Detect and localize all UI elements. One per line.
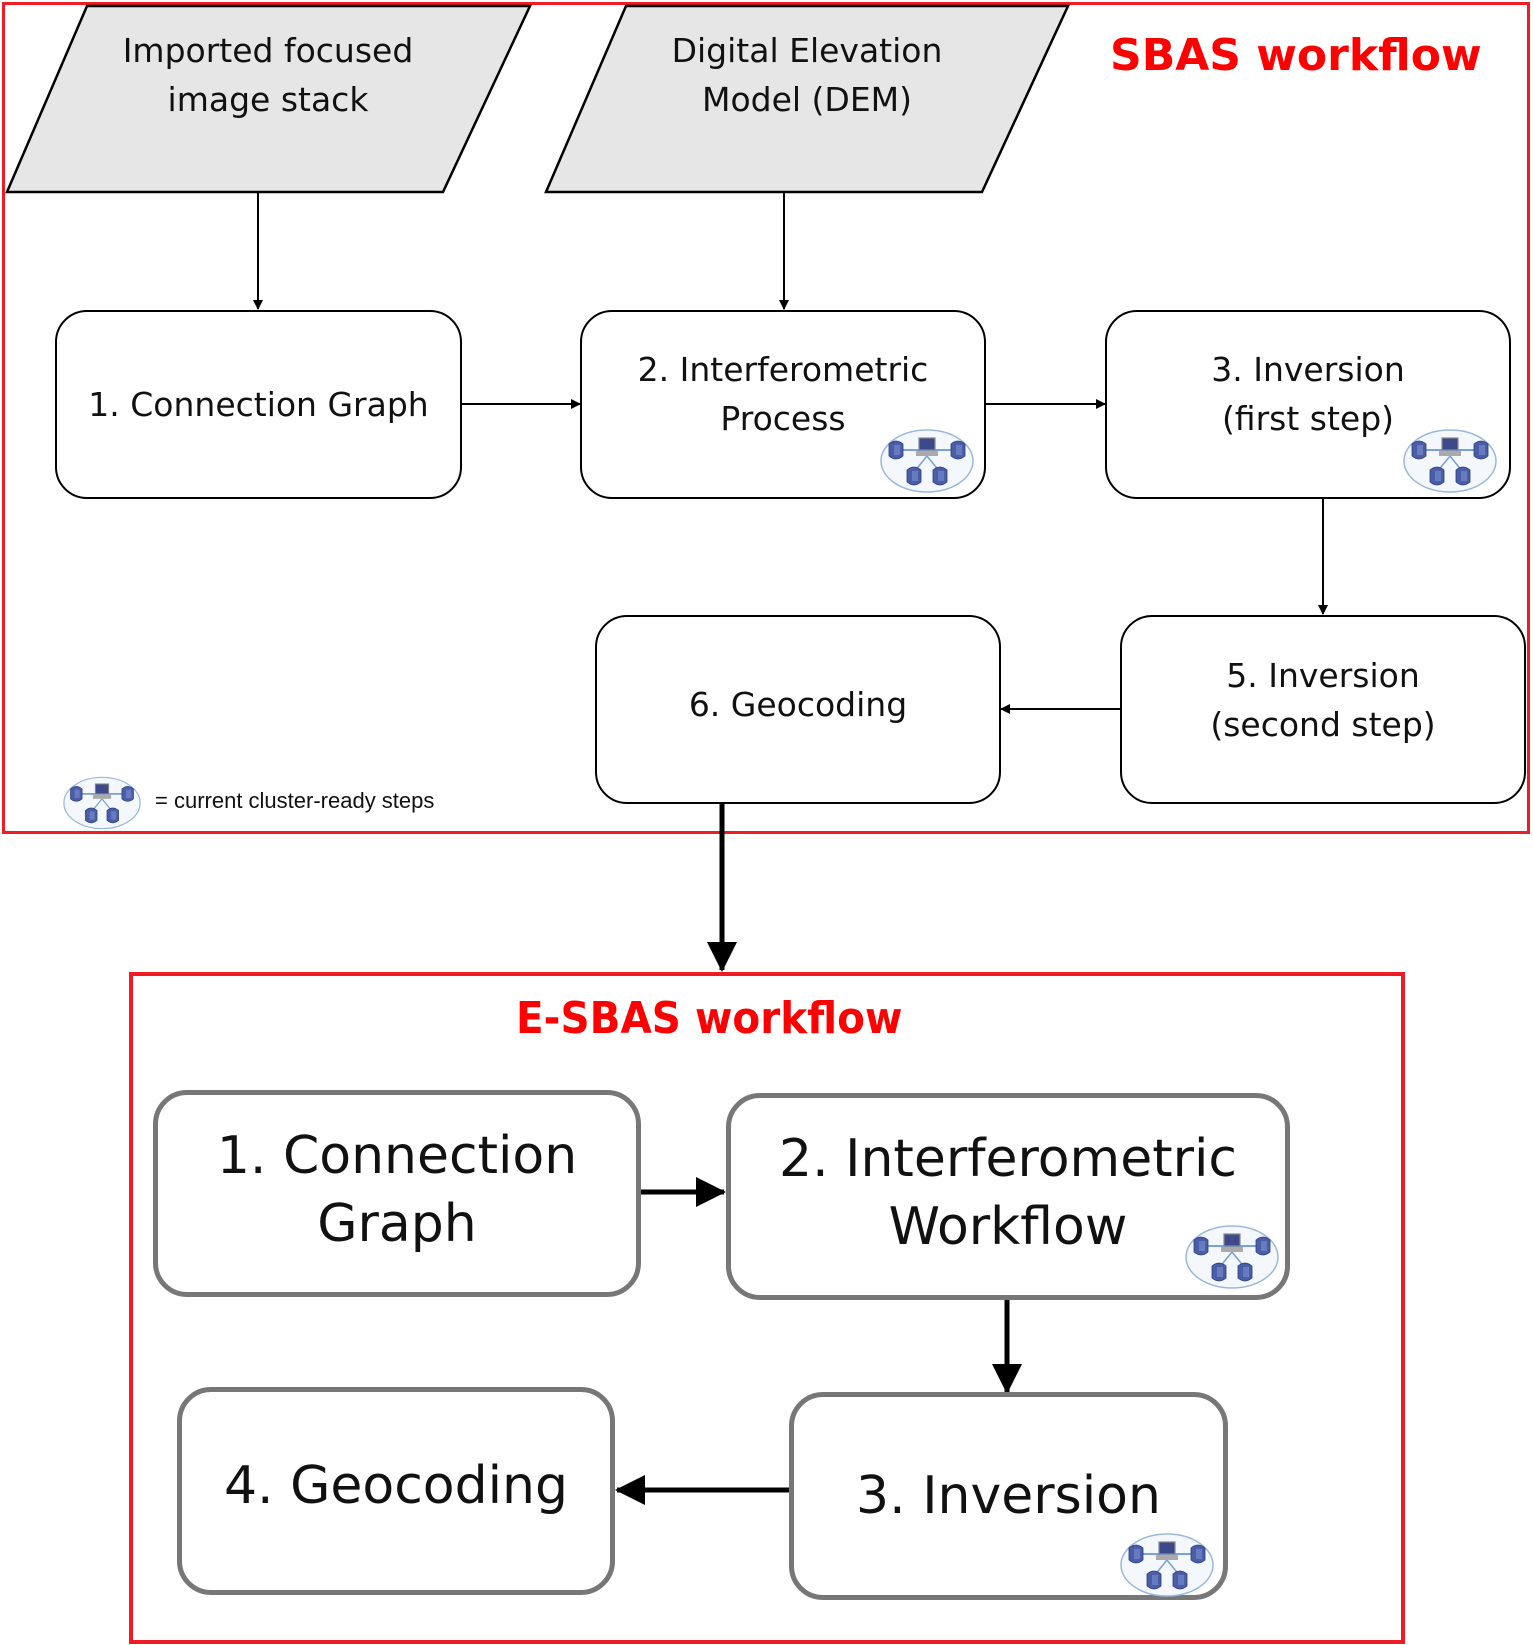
step-label-line2: Process [720,398,846,438]
server-icon [888,440,904,460]
server-icon [121,786,134,802]
server-icon [1455,466,1471,486]
step-label-line2: (second step) [1210,704,1436,744]
sbas-step-connection-graph: 1. Connection Graph [55,310,462,499]
sbas-step-geocoding: 6. Geocoding [595,615,1001,804]
server-icon [1193,1236,1209,1256]
server-icon [1190,1544,1206,1564]
input-image-stack-line2: image stack [167,80,369,119]
server-icon [1411,440,1427,460]
computer-icon [1439,437,1461,456]
computer-icon [916,437,938,456]
input-image-stack-shape [5,4,532,194]
step-label-line2: (first step) [1221,398,1395,438]
step-label-line2: Graph [317,1193,477,1254]
step-label-line1: 2. Interferometric [637,349,929,389]
server-icon [1255,1236,1271,1256]
legend-text: = current cluster-ready steps [155,788,435,813]
server-icon [1473,440,1489,460]
cluster-network-icon [1403,429,1497,493]
server-icon [1211,1262,1227,1282]
esbas-step-inversion: 3. Inversion [789,1392,1228,1600]
step-label: 6. Geocoding [688,685,908,724]
step-label: 4. Geocoding [223,1456,569,1516]
input-image-stack-line1: Imported focused [122,31,414,70]
server-icon [1128,1544,1144,1564]
step-label: 3. Inversion [856,1466,1161,1526]
computer-icon [1221,1233,1243,1252]
step-label-line1: 2. Interferometric [779,1128,1237,1189]
step-label-line1: 3. Inversion [1211,349,1405,389]
input-dem: Digital Elevation Model (DEM) [597,26,1017,124]
sbas-workflow-panel [2,2,1530,834]
cluster-network-icon [880,429,974,493]
input-dem-line2: Model (DEM) [701,80,913,119]
computer-icon [92,783,112,799]
esbas-workflow-panel [129,972,1405,1644]
step-label-line2: Workflow [888,1196,1128,1257]
server-icon [950,440,966,460]
cluster-network-icon [1120,1533,1214,1597]
step-label-line1: 5. Inversion [1226,655,1420,695]
server-icon [1172,1570,1188,1590]
server-icon [85,807,98,824]
sbas-step-inversion-second: 5. Inversion (second step) [1120,615,1526,804]
cluster-network-icon [1185,1225,1279,1289]
step-label-line1: 1. Connection [216,1125,578,1186]
server-icon [906,466,922,486]
sbas-workflow-title: SBAS workflow [1110,30,1482,81]
server-icon [1429,466,1445,486]
server-icon [106,807,119,824]
input-dem-shape [544,4,1070,194]
server-icon [1237,1262,1253,1282]
step-label: 1. Connection Graph [88,385,429,424]
server-icon [932,466,948,486]
esbas-step-geocoding: 4. Geocoding [177,1387,615,1595]
esbas-workflow-title: E-SBAS workflow [516,993,903,1044]
server-icon [1146,1570,1162,1590]
input-image-stack: Imported focused image stack [58,26,478,124]
legend-cluster-network-icon [63,776,141,830]
computer-icon [1156,1541,1178,1560]
server-icon [70,786,83,802]
input-dem-line1: Digital Elevation [671,31,943,70]
